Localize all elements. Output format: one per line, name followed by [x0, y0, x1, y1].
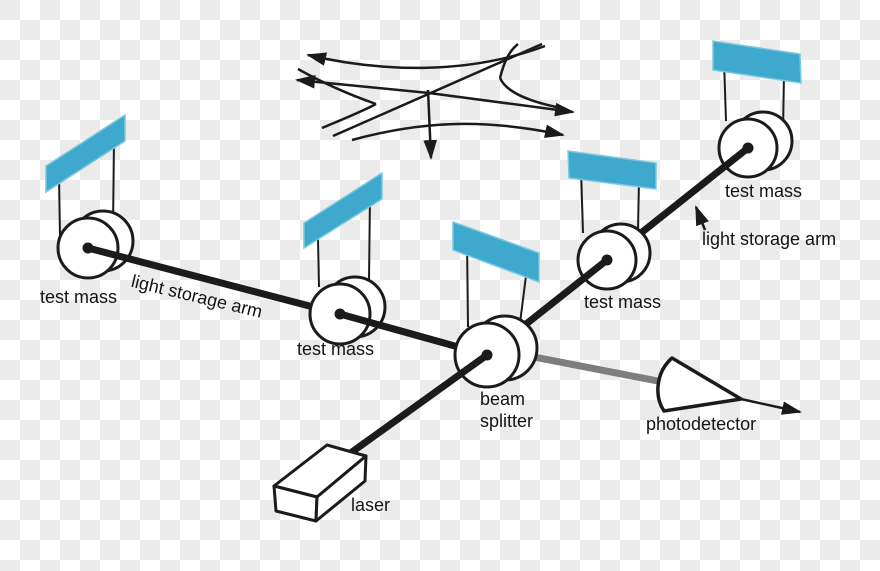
gw-left-hyperbola-upper [297, 67, 377, 106]
test-mass-3-cylinder [576, 222, 652, 291]
support-plate [45, 113, 126, 194]
suspension-supports [45, 40, 802, 284]
beam-splitter-label: beam splitter [480, 388, 533, 432]
gw-bottom-curve [351, 122, 565, 142]
wire [580, 169, 584, 234]
gravitational-wave-symbol [295, 42, 575, 160]
gw-diagonal-right-arrow [428, 91, 575, 117]
beam-splitter-label-line2: splitter [480, 411, 534, 431]
photodetector-cone [656, 356, 802, 415]
support-plate [452, 220, 540, 284]
beam-spot [334, 308, 346, 320]
test-mass-1-cylinder [56, 209, 135, 280]
gw-right-hyperbola-lower [498, 77, 567, 111]
support-plate [303, 171, 383, 250]
test-mass-4-cylinder [717, 110, 794, 179]
laser-label: laser [351, 495, 391, 515]
wire [368, 195, 371, 281]
laser-beam [341, 349, 493, 461]
wire [58, 177, 61, 236]
beam-spot [481, 349, 493, 361]
test-mass-3-label: test mass [584, 292, 662, 312]
photodetector-label: photodetector [646, 414, 757, 434]
gw-left-hyperbola-lower [321, 102, 377, 130]
beam-spot [82, 242, 94, 254]
arm-segment-1 [82, 242, 344, 318]
support-plate [567, 150, 657, 190]
gw-diagonal-left-arrow [295, 74, 430, 95]
test-mass-1-label: test mass [40, 287, 118, 307]
wire [317, 237, 320, 288]
gw-right-hyperbola-upper [498, 43, 519, 79]
beam-spot [601, 254, 613, 266]
light-storage-arm-right-label: light storage arm [702, 229, 837, 249]
wire [637, 179, 640, 231]
beam-splitter-label-line1: beam [480, 389, 526, 409]
label-pointer-arrow [694, 205, 709, 231]
support-plate [712, 40, 802, 84]
beam-spot [742, 142, 754, 154]
laser-box [272, 443, 368, 523]
test-mass-2-label: test mass [297, 339, 375, 359]
test-mass-2-cylinder [308, 275, 387, 346]
gw-incoming-arrow [423, 89, 438, 160]
gw-top-curve [306, 44, 546, 70]
test-mass-4-label: test mass [725, 181, 803, 201]
